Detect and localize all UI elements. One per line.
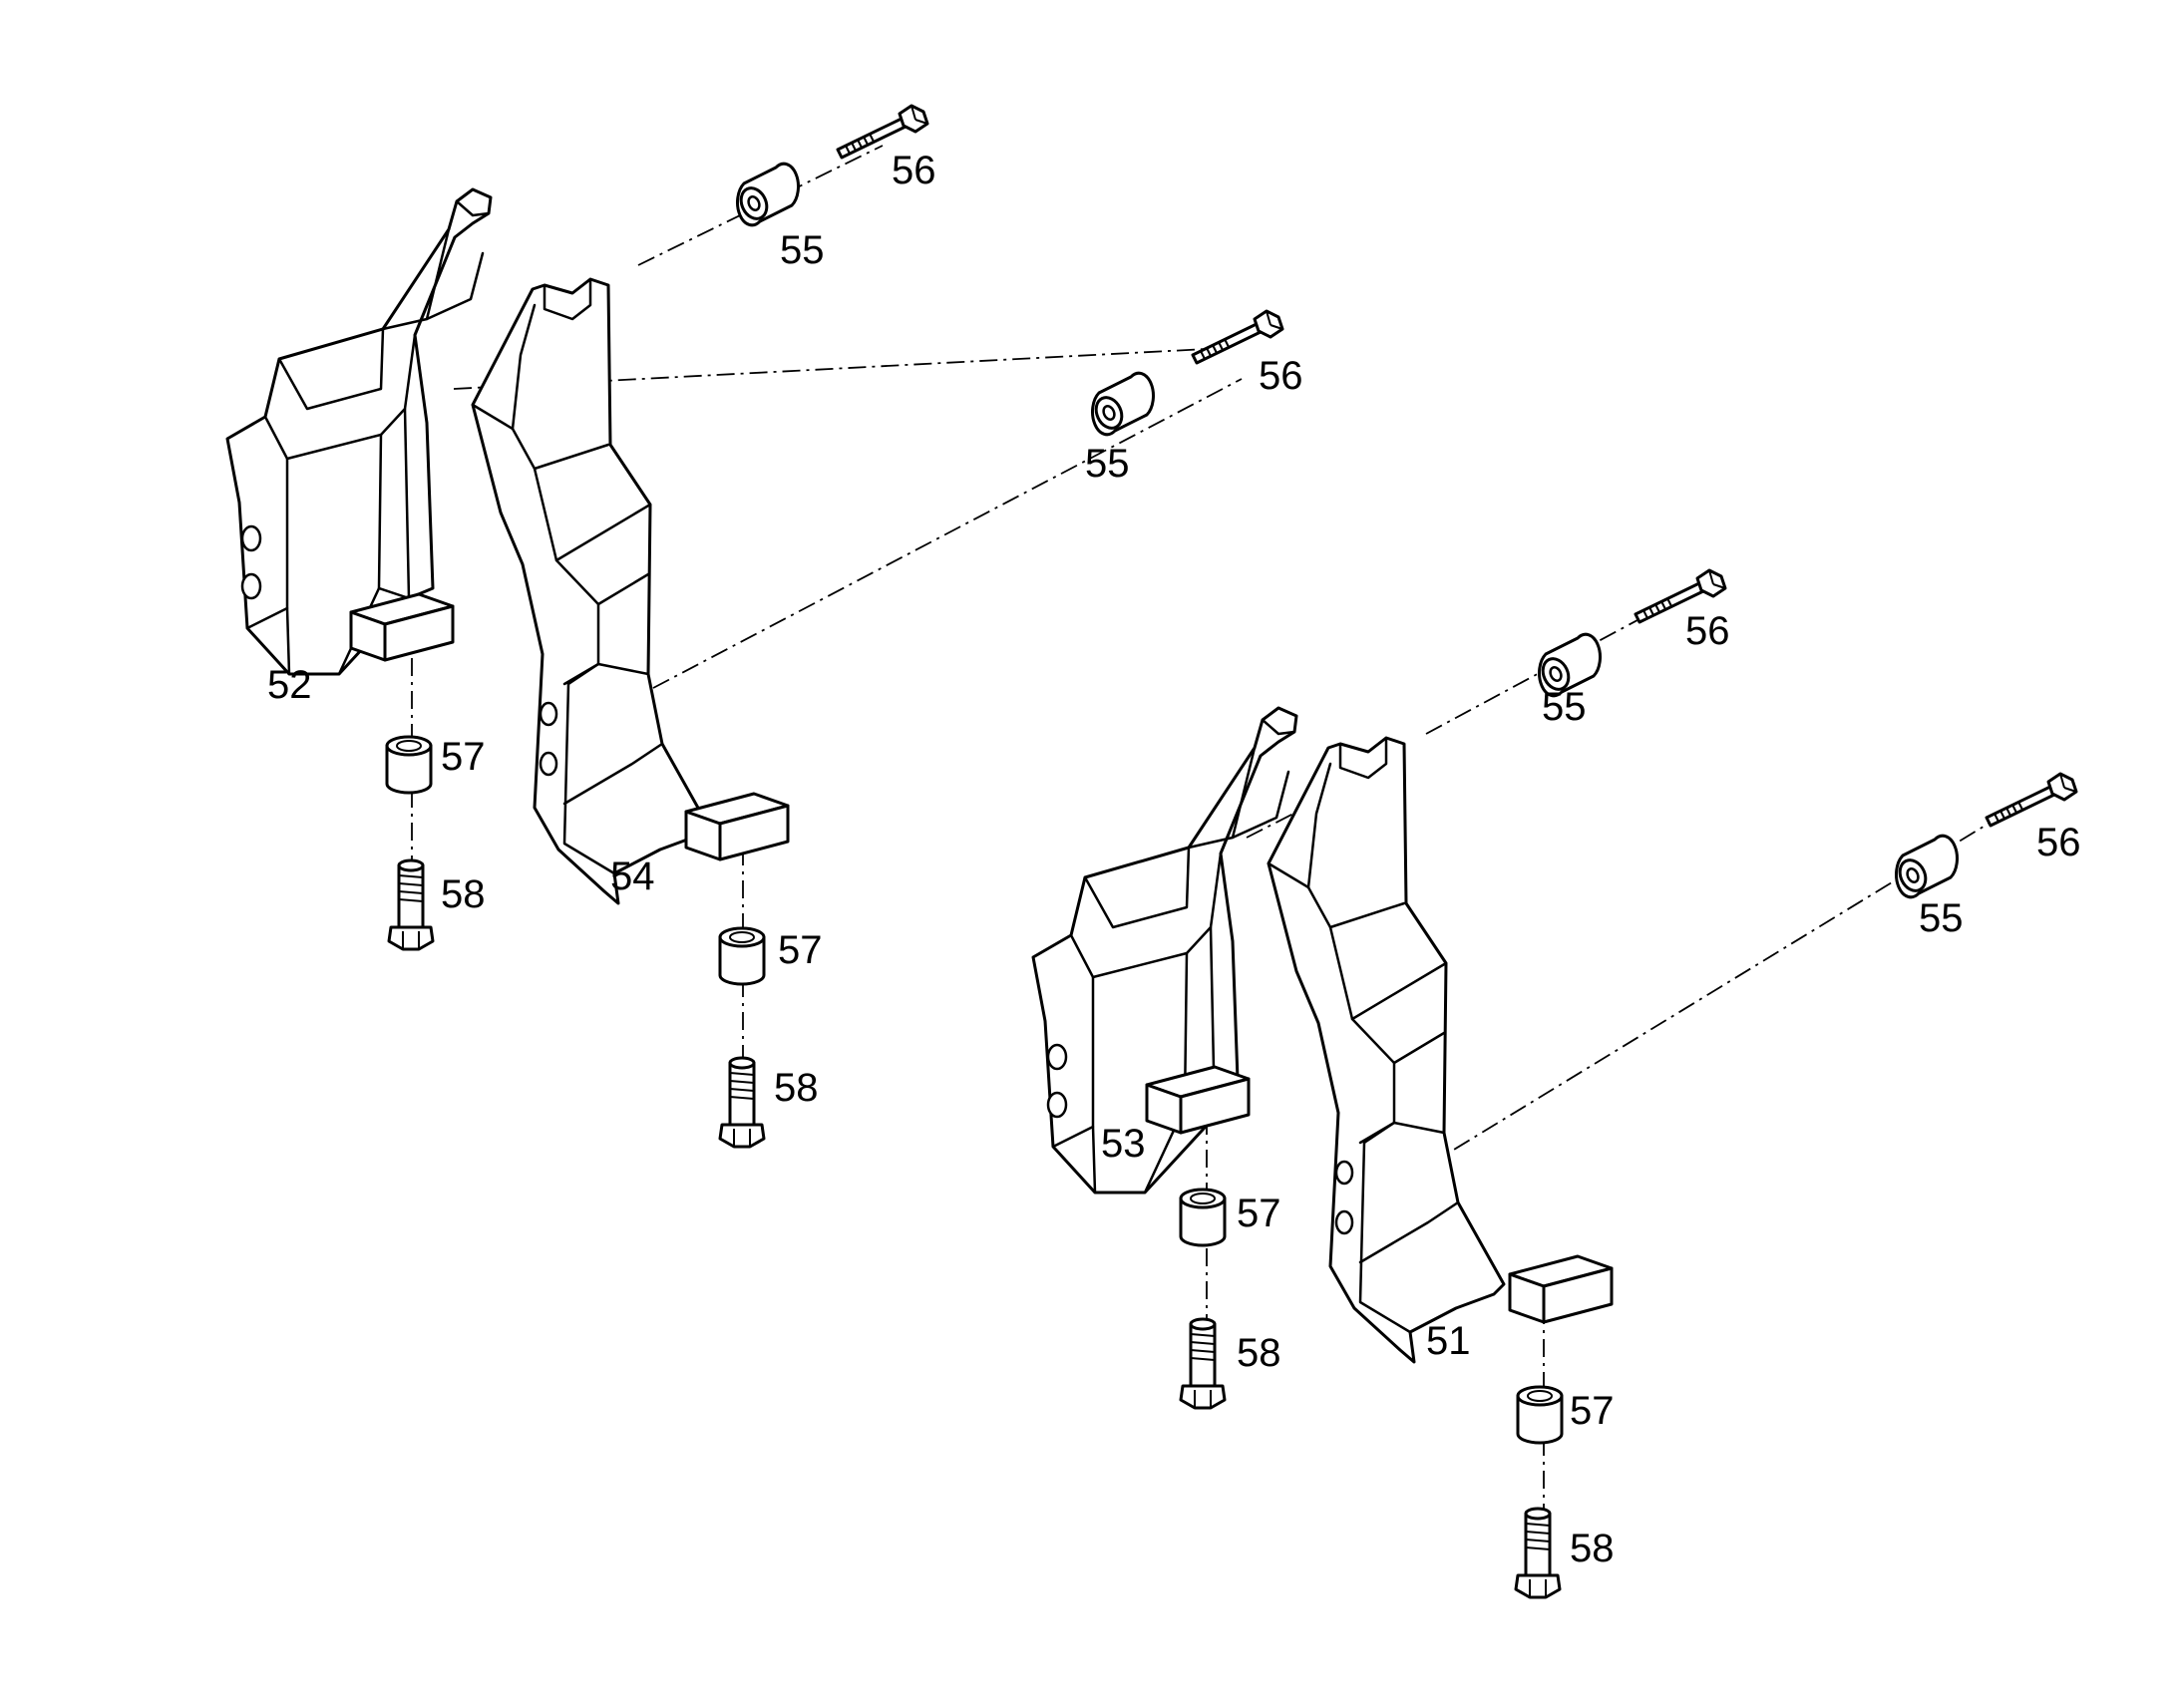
label-57-b: 57 [778, 928, 823, 972]
label-56-c: 56 [1685, 609, 1730, 653]
sleeve-icon [734, 162, 800, 227]
label-58-d: 58 [1570, 1527, 1615, 1570]
screw-58-b [718, 1056, 766, 1149]
label-56-a: 56 [892, 149, 936, 192]
bushing-57-d [1516, 1385, 1564, 1445]
bracket-icon [225, 187, 493, 676]
sleeve-55-d [1893, 834, 1959, 899]
foot-block-icon [1508, 1254, 1614, 1324]
bushing-icon [1516, 1385, 1564, 1445]
label-57-d: 57 [1570, 1389, 1615, 1433]
bushing-57-c [1179, 1188, 1227, 1247]
bushing-icon [718, 926, 766, 986]
sleeve-55-b [1089, 371, 1155, 437]
label-56-d: 56 [2036, 821, 2081, 864]
bracket-icon [471, 277, 710, 905]
label-56-b: 56 [1259, 354, 1303, 398]
foot-block-54 [684, 792, 790, 861]
label-55-d: 55 [1919, 896, 1964, 940]
bracket-icon [1267, 736, 1506, 1364]
screw-58-c [1179, 1317, 1227, 1410]
label-55-b: 55 [1085, 442, 1130, 486]
label-55-c: 55 [1542, 685, 1587, 729]
screw-icon [387, 858, 435, 951]
label-58-c: 58 [1237, 1331, 1281, 1375]
bracket-51 [1267, 736, 1506, 1364]
screw-icon [1514, 1507, 1562, 1599]
screw-58-a [387, 858, 435, 951]
label-55-a: 55 [780, 228, 825, 272]
screw-icon [718, 1056, 766, 1149]
bushing-57-b [718, 926, 766, 986]
bushing-icon [385, 735, 433, 795]
bolt-icon [1985, 772, 2078, 828]
screw-58-d [1514, 1507, 1562, 1599]
label-51: 51 [1426, 1319, 1471, 1363]
screw-icon [1179, 1317, 1227, 1410]
sleeve-icon [1089, 371, 1155, 437]
label-58-a: 58 [441, 872, 486, 916]
sleeve-icon [1893, 834, 1959, 899]
foot-block-icon [684, 792, 790, 861]
label-57-c: 57 [1237, 1192, 1281, 1235]
label-54: 54 [610, 854, 655, 898]
bolt-56-d [1985, 772, 2078, 828]
label-53: 53 [1101, 1122, 1146, 1166]
sleeve-55-a [734, 162, 800, 227]
label-52: 52 [267, 663, 312, 707]
callout-labels: 52 54 53 51 55 55 55 55 56 56 56 56 57 5… [267, 149, 2081, 1570]
label-57-a: 57 [441, 735, 486, 779]
label-58-b: 58 [774, 1066, 819, 1110]
bracket-54 [471, 277, 710, 905]
bracket-52 [225, 187, 493, 676]
bushing-icon [1179, 1188, 1227, 1247]
foot-block-51 [1508, 1254, 1614, 1324]
bushing-57-a [385, 735, 433, 795]
